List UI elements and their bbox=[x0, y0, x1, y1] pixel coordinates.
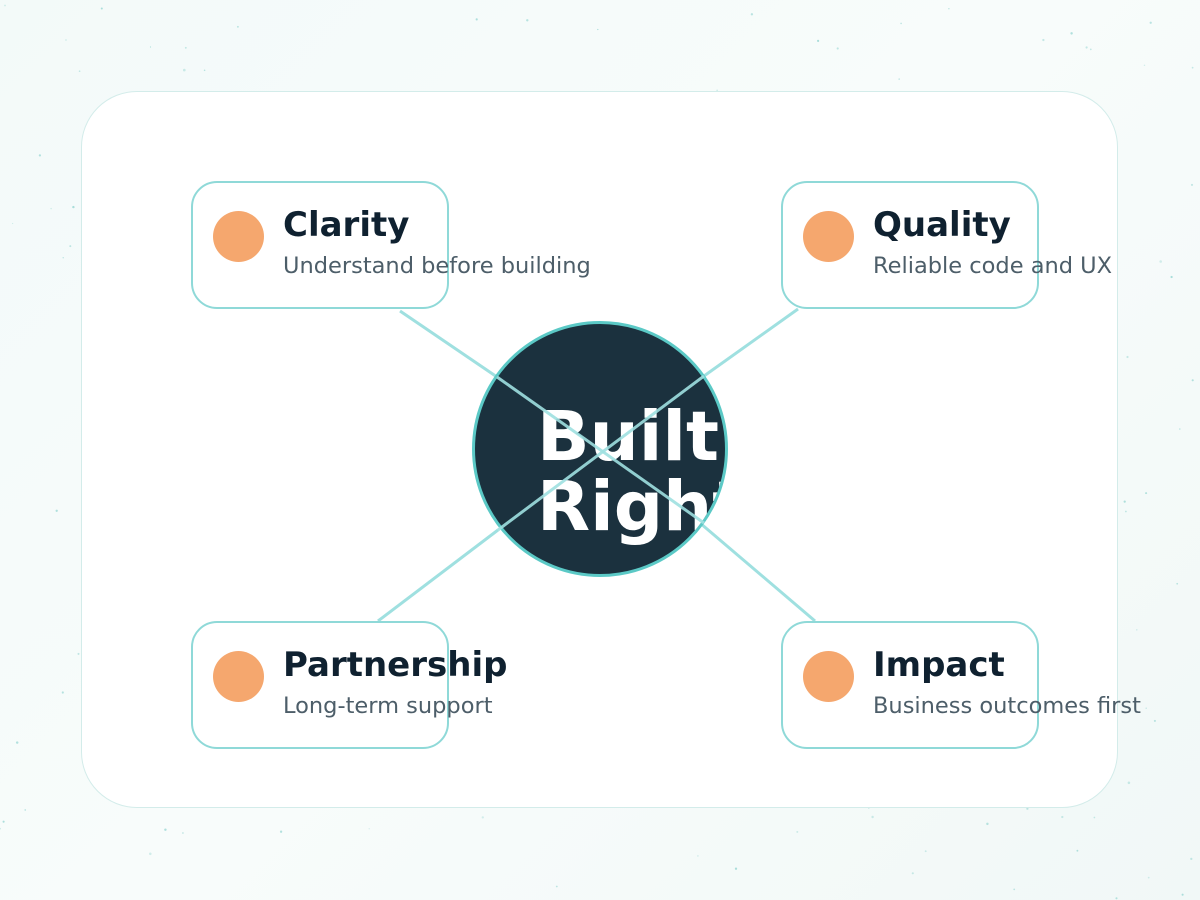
bullet-dot-icon bbox=[213, 651, 264, 702]
connector-partnership bbox=[377, 528, 499, 623]
hub-label: Built Right bbox=[537, 397, 728, 547]
node-partnership: Partnership Long-term support bbox=[191, 621, 507, 749]
hub-cross-line-1 bbox=[496, 375, 705, 525]
center-hub: Built Right bbox=[472, 321, 728, 577]
bullet-dot-icon bbox=[803, 211, 854, 262]
hub-cross-line-2 bbox=[497, 374, 705, 532]
node-title: Partnership bbox=[283, 645, 508, 685]
node-title: Quality bbox=[873, 205, 1011, 245]
bullet-dot-icon bbox=[803, 651, 854, 702]
connector-quality bbox=[703, 307, 799, 378]
node-title: Clarity bbox=[283, 205, 410, 245]
node-subtitle: Understand before building bbox=[283, 253, 591, 279]
node-impact: Impact Business outcomes first bbox=[781, 621, 1141, 749]
connector-impact bbox=[699, 521, 816, 623]
node-subtitle: Long-term support bbox=[283, 693, 493, 719]
node-subtitle: Business outcomes first bbox=[873, 693, 1141, 719]
node-subtitle: Reliable code and UX bbox=[873, 253, 1113, 279]
bullet-dot-icon bbox=[213, 211, 264, 262]
node-title: Impact bbox=[873, 645, 1005, 685]
node-clarity: Clarity Understand before building bbox=[191, 181, 591, 309]
node-quality: Quality Reliable code and UX bbox=[781, 181, 1112, 309]
connector-clarity bbox=[399, 309, 501, 381]
